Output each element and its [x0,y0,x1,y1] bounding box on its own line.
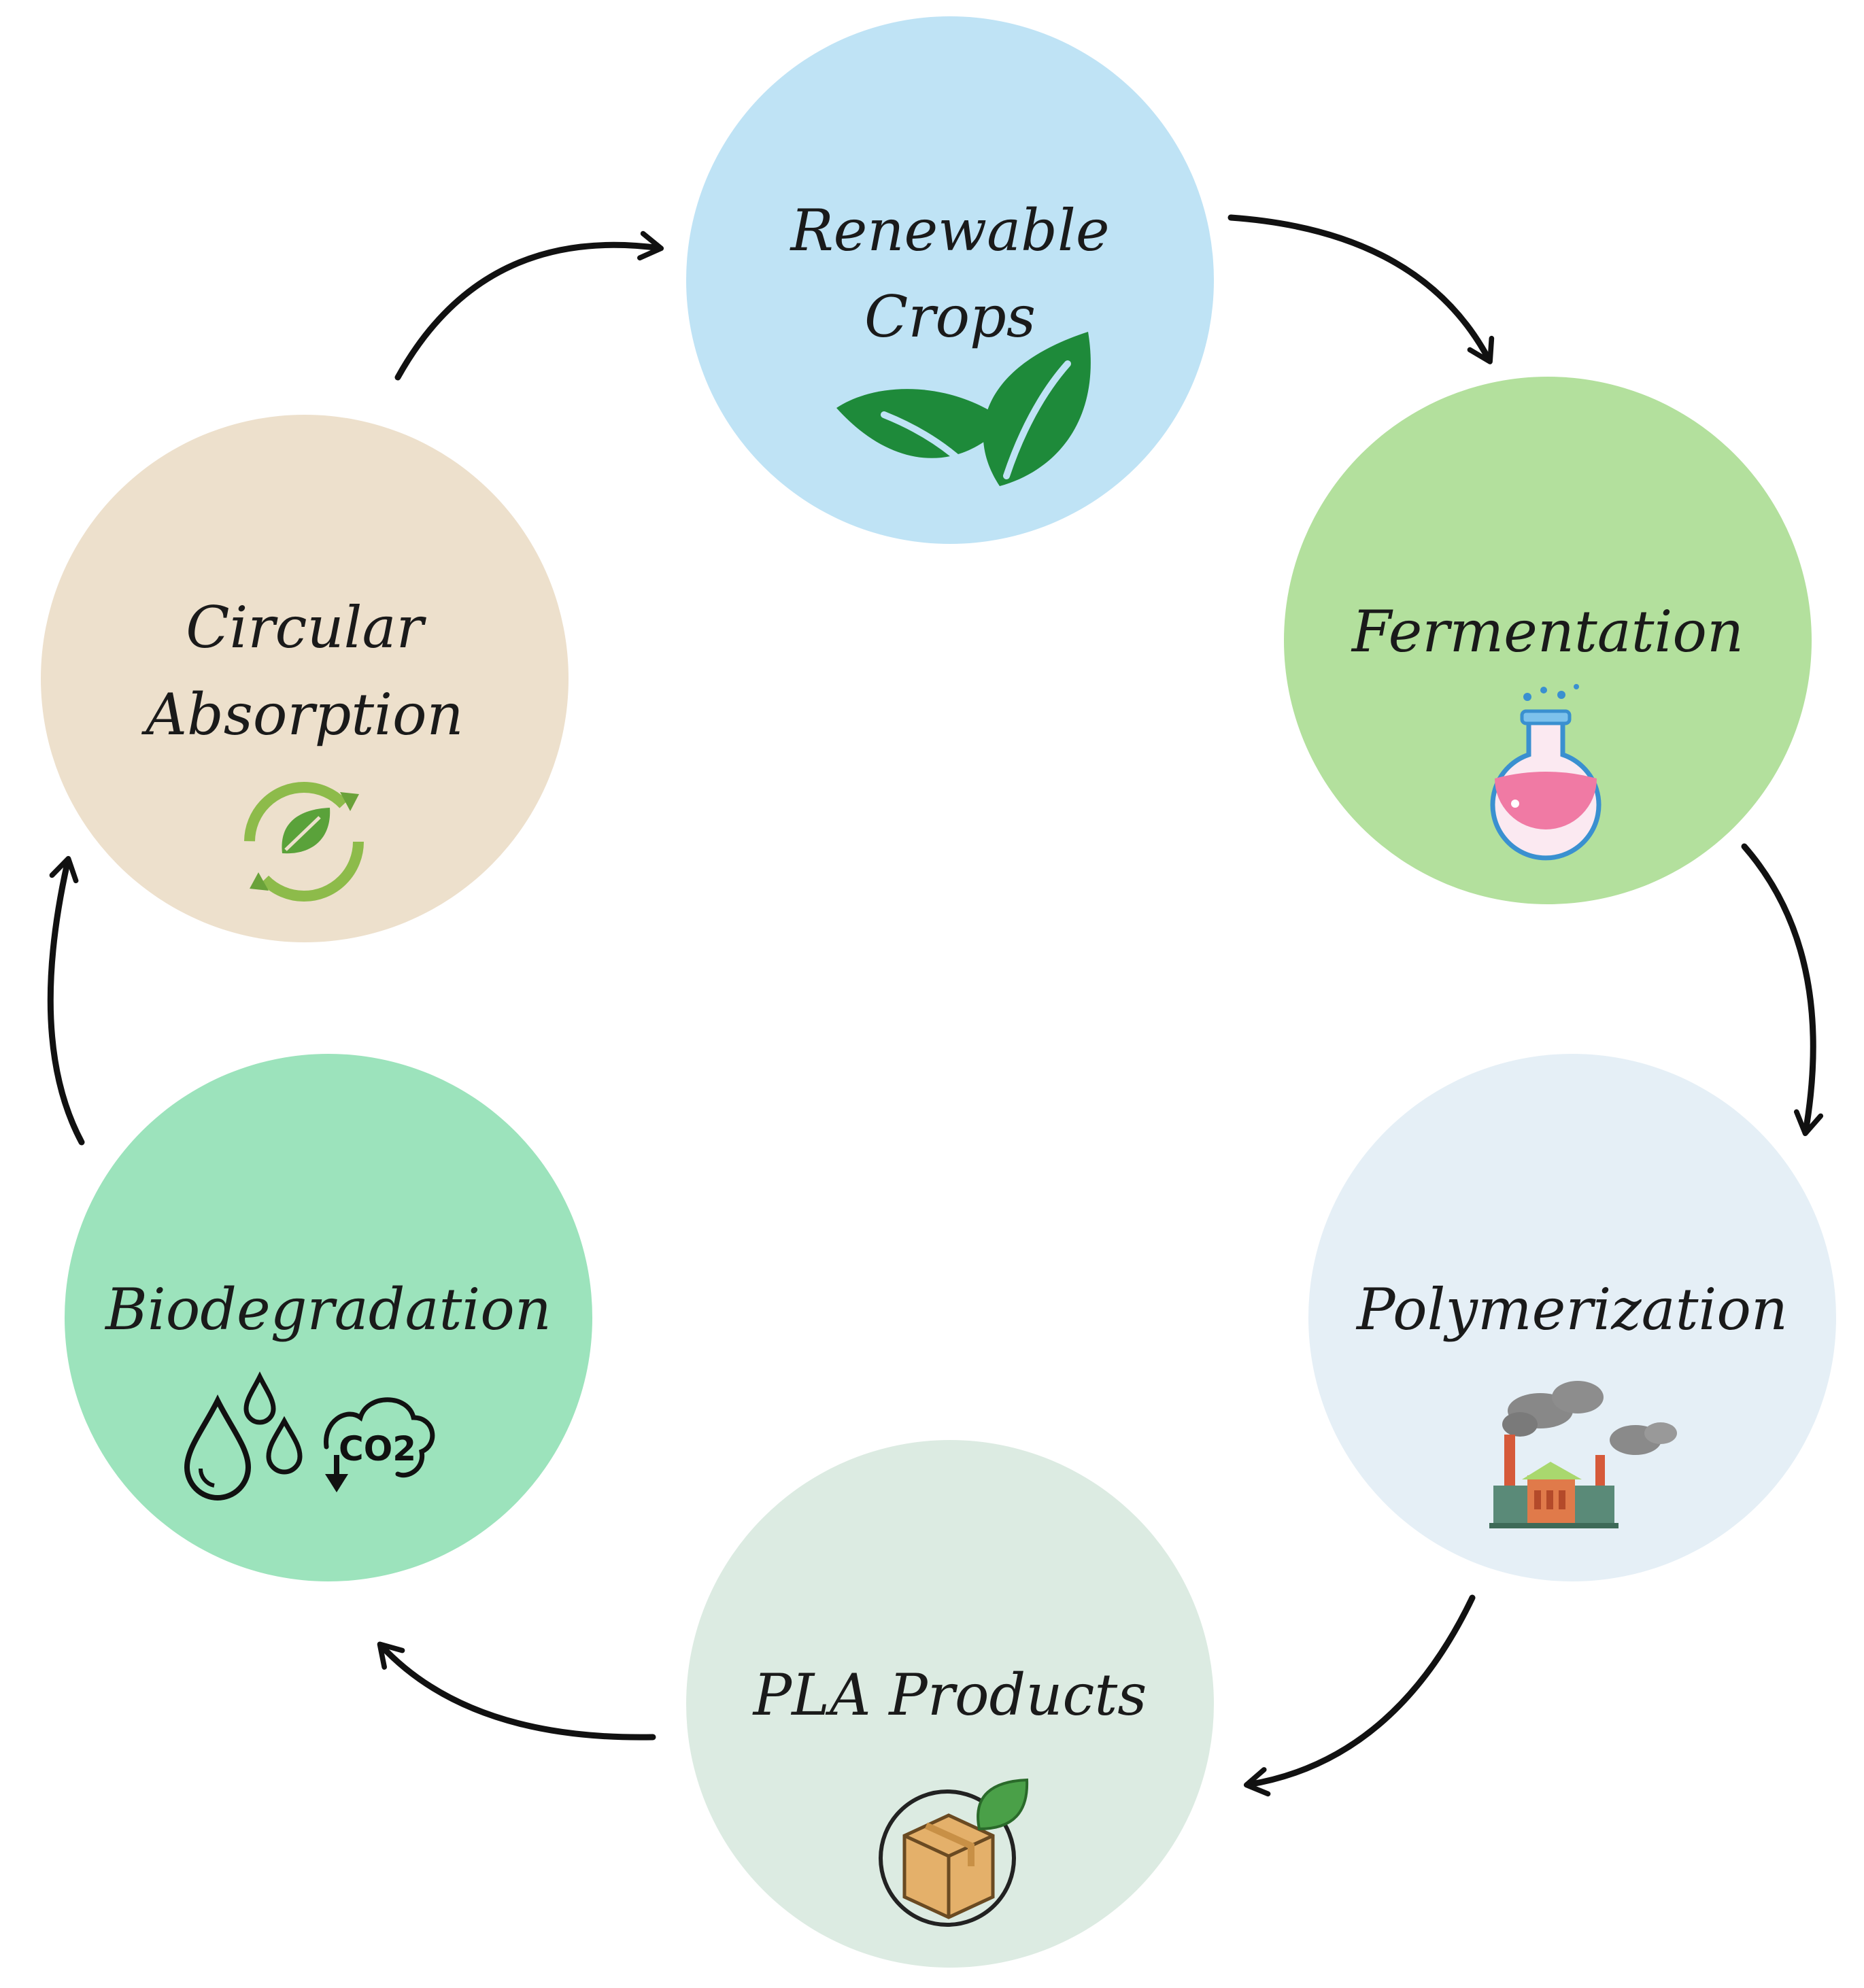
cycle-arrows [47,214,1824,1797]
flask-icon [1490,684,1602,861]
stage-circular-absorption: Circular Absorption [41,415,569,942]
stage-polymerization: Polymerization [1308,1054,1836,1581]
stage-biodegradation: Biodegradation CO2 [65,1054,592,1581]
stage-label-line2: Absorption [141,681,463,748]
stage-renewable-crops: Renewable Crops [686,16,1214,544]
stage-label: PLA Products [752,1662,1147,1728]
stage-circle [65,1054,592,1581]
water-co2-icon: CO2 [184,1371,435,1501]
recycle-leaf-icon [244,782,364,902]
stage-circle [686,16,1214,544]
stage-circle [686,1440,1214,1968]
stage-circle [41,415,569,942]
stage-label-line1: Circular [186,594,426,661]
stage-pla-products: PLA Products [686,1440,1214,1968]
stage-circle [1308,1054,1836,1581]
stage-label: Fermentation [1351,598,1744,665]
stage-circle [1284,377,1812,904]
stage-label: Polymerization [1355,1276,1788,1343]
stage-fermentation: Fermentation [1284,377,1812,904]
arrow-products-to-biodegradation [377,1641,656,1741]
stage-label: Biodegradation [104,1276,552,1343]
co2-text: CO2 [339,1429,416,1469]
arrow-fermentation-to-polymerization [1741,843,1824,1137]
arrow-biodegradation-to-absorption [47,855,85,1146]
stage-label-line2: Crops [864,284,1036,350]
arrow-absorption-to-crops [394,230,664,381]
arrow-crops-to-fermentation [1227,214,1495,364]
factory-icon [1489,1381,1677,1528]
stage-label-line1: Renewable [789,197,1109,264]
leaf-icon [836,332,1091,486]
arrow-polymerization-to-products [1243,1594,1476,1797]
box-icon [879,1778,1029,1927]
